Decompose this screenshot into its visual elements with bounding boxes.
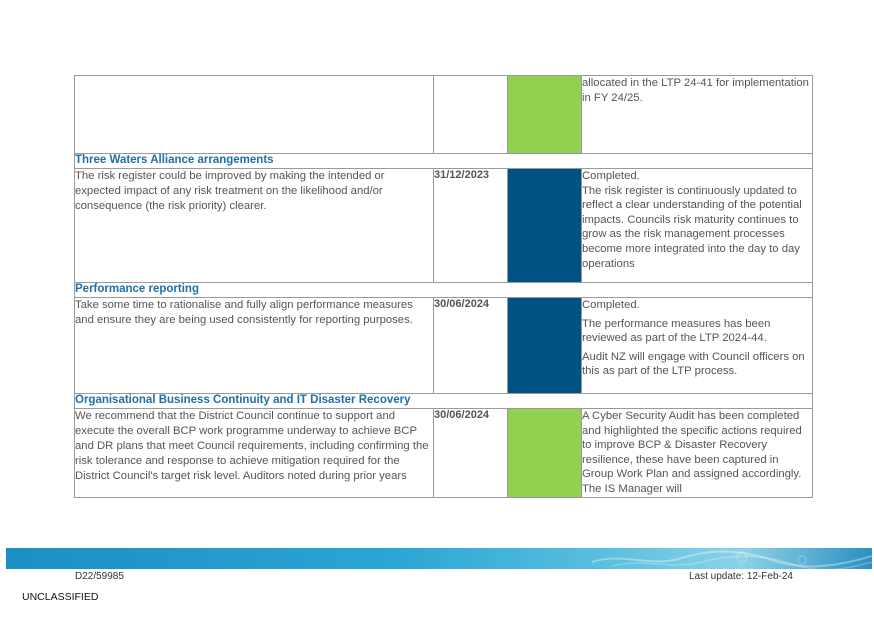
comment-cell: A Cyber Security Audit has been complete… — [581, 408, 813, 498]
table-row: We recommend that the District Council c… — [74, 408, 813, 498]
document-reference: D22/59985 — [75, 571, 124, 582]
section-title: Performance reporting — [74, 282, 813, 298]
comment-text: The risk register is continuously update… — [582, 184, 802, 270]
section-title: Organisational Business Continuity and I… — [74, 393, 813, 409]
table-row: allocated in the LTP 24-41 for implement… — [74, 75, 813, 154]
issue-cell — [74, 75, 434, 154]
footer-wave-pattern — [592, 550, 872, 569]
date-cell: 30/06/2024 — [433, 297, 508, 394]
comment-text: Audit NZ will engage with Council office… — [582, 350, 805, 378]
comment-cell: Completed. The performance measures has … — [581, 297, 813, 394]
comment-text: Completed. — [582, 299, 640, 311]
issue-cell: Take some time to rationalise and fully … — [74, 297, 434, 394]
issue-cell: We recommend that the District Council c… — [74, 408, 434, 498]
status-cell — [507, 168, 582, 283]
section-title: Three Waters Alliance arrangements — [74, 153, 813, 169]
comment-text: Completed. — [582, 170, 640, 182]
date-cell — [433, 75, 508, 154]
comment-cell: allocated in the LTP 24-41 for implement… — [581, 75, 813, 154]
status-cell — [507, 297, 582, 394]
footer-band — [6, 548, 872, 569]
date-cell: 31/12/2023 — [433, 168, 508, 283]
table-row: The risk register could be improved by m… — [74, 168, 813, 283]
issue-cell: The risk register could be improved by m… — [74, 168, 434, 283]
section-header-row: Organisational Business Continuity and I… — [74, 393, 813, 409]
last-update: Last update: 12-Feb-24 — [689, 571, 793, 582]
comment-text: allocated in the LTP 24-41 for implement… — [582, 77, 809, 104]
section-header-row: Three Waters Alliance arrangements — [74, 153, 813, 169]
classification-label: UNCLASSIFIED — [22, 591, 99, 603]
recommendations-table: allocated in the LTP 24-41 for implement… — [74, 75, 813, 498]
comment-text: The performance measures has been review… — [582, 317, 771, 345]
date-cell: 30/06/2024 — [433, 408, 508, 498]
comment-text: A Cyber Security Audit has been complete… — [582, 410, 802, 495]
table-row: Take some time to rationalise and fully … — [74, 297, 813, 394]
section-header-row: Performance reporting — [74, 282, 813, 298]
status-cell — [507, 408, 582, 498]
status-cell — [507, 75, 582, 154]
comment-cell: Completed. The risk register is continuo… — [581, 168, 813, 283]
